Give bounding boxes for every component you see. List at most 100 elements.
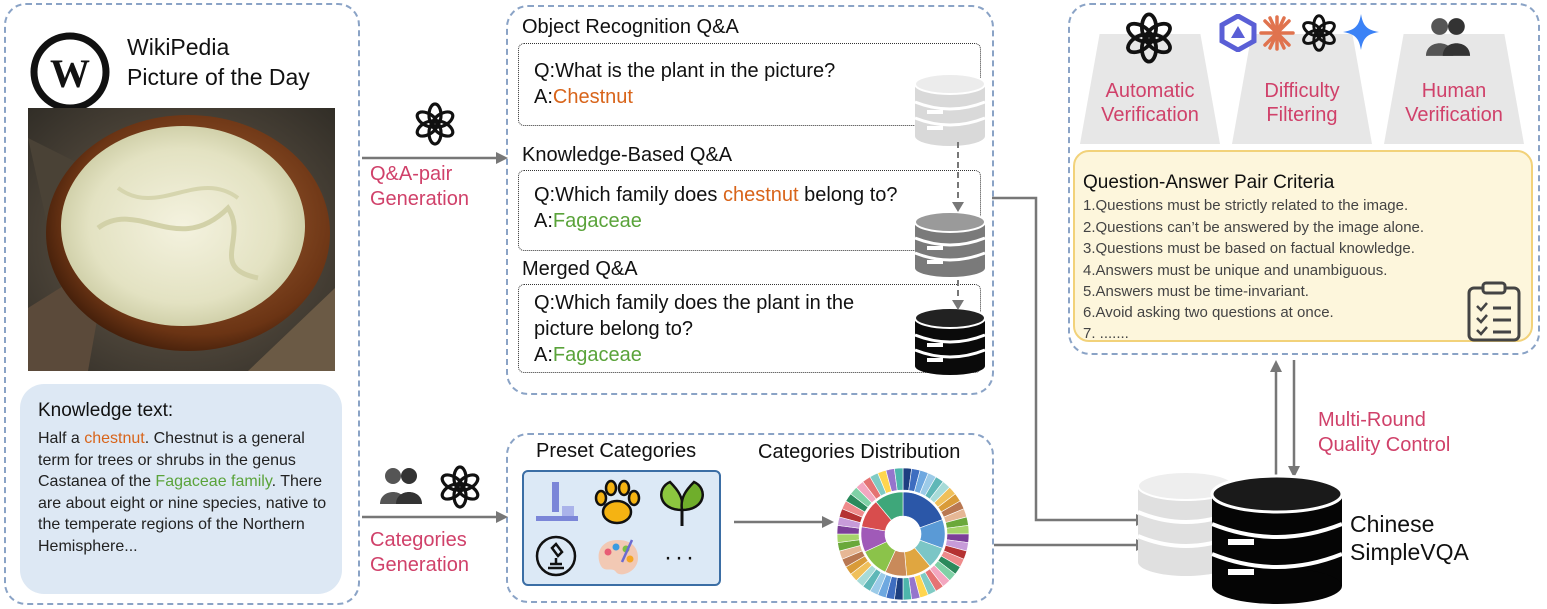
knowledge-text-part1: Half a (38, 430, 85, 447)
criteria-item: 5.Answers must be time-invariant. (1083, 283, 1309, 300)
user-group-icon (380, 468, 422, 504)
palette-icon (598, 539, 638, 575)
paw-icon (594, 479, 641, 525)
qa-arrow (362, 152, 508, 164)
categories-arrow (362, 511, 508, 523)
knowledge-question-part2: belong to? (798, 184, 898, 206)
automatic-line1: Automatic (1105, 80, 1195, 102)
object-answer-value: Chestnut (552, 86, 633, 108)
human-verification-label: Human Verification (1374, 79, 1534, 127)
knowledge-based-box (518, 170, 981, 251)
criteria-item: 6.Avoid asking two questions at once. (1083, 304, 1334, 321)
knowledge-text-part2: . Chestnut is a general term for trees o… (38, 430, 305, 490)
merged-answer-value: Fagaceae (552, 344, 642, 366)
knowledge-text-card: Knowledge text: Half a chestnut. Chestnu… (20, 384, 342, 594)
difficulty-line1: Difficulty (1264, 80, 1340, 102)
categories-generation-label: Categories Generation (370, 528, 469, 578)
automatic-line2: Verification (1101, 104, 1199, 126)
merged-question-line2: picture belong to? (534, 318, 694, 340)
human-line1: Human (1421, 80, 1487, 102)
categories-generation-line2: Generation (370, 554, 469, 576)
criteria-item: 2.Questions can’t be answered by the ima… (1083, 219, 1425, 236)
difficulty-filtering-tab (1232, 34, 1372, 144)
clipboard-checklist-icon (1467, 281, 1521, 342)
knowledge-title: Knowledge text: (38, 400, 174, 421)
knowledge-answer-value: Fagaceae (552, 210, 642, 232)
merged-question-line1: Q:Which family does the plant in the (534, 292, 855, 314)
human-line2: Verification (1405, 104, 1503, 126)
criteria-item: 3.Questions must be based on factual kno… (1083, 240, 1415, 257)
criteria-item: 1.Questions must be strictly related to … (1083, 197, 1409, 214)
microscope-icon (535, 535, 577, 577)
qa-generation-label: Q&A-pair Generation (370, 162, 469, 212)
svg-text:W: W (50, 51, 90, 96)
database-icon (914, 211, 986, 277)
categories-distribution-title: Categories Distribution (758, 441, 961, 463)
merged-answer: A:Fagaceae (534, 342, 642, 369)
preset-categories-title: Preset Categories (536, 440, 697, 462)
automatic-verification-label: Automatic Verification (1070, 79, 1230, 127)
gemini-icon (1343, 14, 1379, 50)
database-icon (914, 73, 986, 146)
knowledge-answer: A:Fagaceae (534, 208, 642, 235)
source-title-line1: WikiPedia (127, 34, 230, 60)
qwen-icon (1219, 14, 1257, 52)
db-flow-arrows (952, 142, 964, 310)
quality-control-label: Multi-Round Quality Control (1318, 408, 1450, 458)
knowledge-based-header: Knowledge-Based Q&A (522, 144, 733, 166)
output-line2: SimpleVQA (1350, 539, 1469, 565)
categories-sunburst-chart (836, 467, 970, 601)
database-icon (914, 307, 986, 375)
object-answer-prefix: A: (534, 86, 553, 108)
object-question: Q:What is the plant in the picture? (534, 60, 836, 82)
claude-icon (1259, 15, 1295, 51)
knowledge-answer-prefix: A: (534, 210, 553, 232)
categories-generation-line1: Categories (370, 529, 467, 551)
difficulty-line2: Filtering (1266, 104, 1338, 126)
output-line1: Chinese (1350, 511, 1435, 537)
source-panel (4, 3, 360, 605)
grid-to-sunburst-arrow (734, 516, 834, 528)
source-title-line2: Picture of the Day (127, 64, 310, 90)
leaf-icon (660, 480, 704, 526)
verification-panel (1068, 3, 1540, 355)
openai-icon (440, 465, 480, 509)
database-icon (1210, 474, 1344, 604)
knowledge-text-part3: . There are about eight or nine species,… (38, 473, 327, 555)
knowledge-question-part1: Q:Which family does (534, 184, 723, 206)
difficulty-filtering-label: Difficulty Filtering (1222, 79, 1382, 127)
object-recognition-header: Object Recognition Q&A (522, 16, 739, 38)
wikipedia-logo-icon: W (30, 32, 110, 112)
openai-icon (415, 102, 455, 146)
category-panel (506, 433, 994, 603)
criteria-card: Question-Answer Pair Criteria 1.Question… (1073, 150, 1533, 342)
criteria-item: 7. ....... (1083, 325, 1129, 342)
openai-icon (1126, 12, 1172, 64)
criteria-item: 4.Answers must be unique and unambiguous… (1083, 262, 1388, 279)
knowledge-text-body: Half a chestnut. Chestnut is a general t… (38, 428, 338, 557)
knowledge-highlight-family: Fagaceae family (155, 473, 272, 490)
sunburst-inner-segment (875, 491, 904, 521)
chestnut-photo (28, 108, 335, 371)
knowledge-question-highlight: chestnut (722, 184, 799, 206)
merged-header: Merged Q&A (522, 258, 638, 280)
qa-generation-line2: Generation (370, 188, 469, 210)
qa-panel (506, 5, 994, 395)
knowledge-highlight-chestnut: chestnut (84, 430, 145, 447)
user-group-icon (1425, 18, 1471, 56)
quality-control-line1: Multi-Round (1318, 409, 1426, 431)
criteria-title: Question-Answer Pair Criteria (1083, 172, 1335, 193)
quality-control-line2: Quality Control (1318, 434, 1451, 456)
preset-categories-grid: ··· (522, 470, 721, 586)
output-title: Chinese SimpleVQA (1350, 510, 1469, 566)
automatic-verification-tab (1080, 34, 1220, 144)
object-answer: A:Chestnut (534, 84, 633, 111)
knowledge-question: Q:Which family does chestnut belong to? (534, 182, 898, 209)
quality-control-arrows (1270, 360, 1300, 478)
qa-generation-line1: Q&A-pair (370, 163, 453, 185)
sunburst-outer-segment (894, 467, 904, 491)
openai-icon (1302, 14, 1336, 52)
merged-answer-prefix: A: (534, 344, 553, 366)
chemistry-icon (536, 482, 578, 521)
more-categories-ellipsis: ··· (664, 544, 697, 571)
